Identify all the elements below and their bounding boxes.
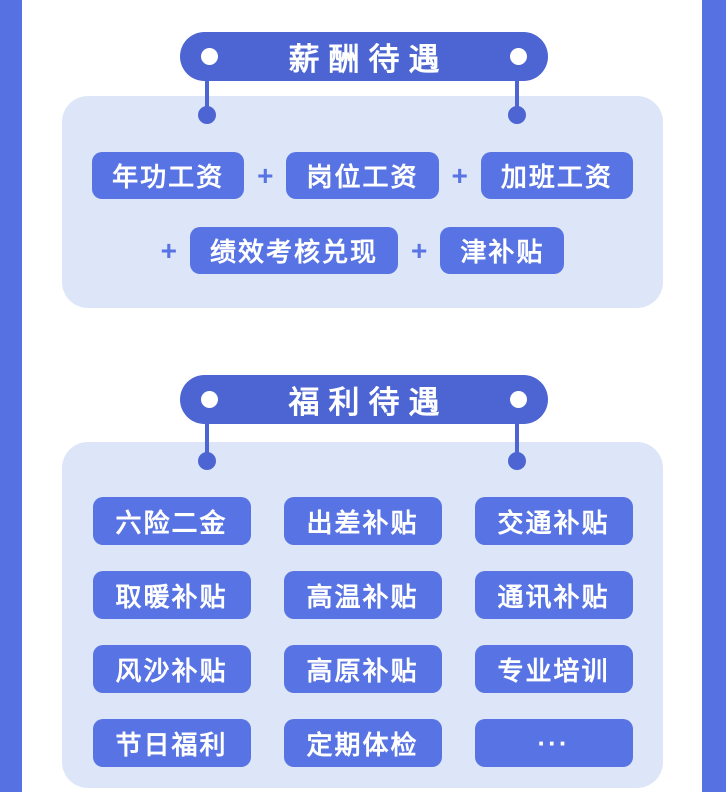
welfare-tag[interactable]: 高温补贴	[283, 571, 442, 619]
connector-dot-icon	[198, 452, 216, 470]
salary-tag[interactable]: 绩效考核兑现	[189, 227, 398, 274]
salary-row-1: 年功工资 + 岗位工资 + 加班工资	[62, 152, 663, 199]
welfare-tag[interactable]: 六险二金	[92, 497, 251, 545]
welfare-grid: 六险二金 出差补贴 交通补贴 取暖补贴 高温补贴 通讯补贴 风沙补贴 高原补贴 …	[62, 497, 663, 767]
plus-icon: +	[411, 234, 428, 266]
connector-line-icon	[205, 421, 209, 455]
banner-dot-right-icon	[510, 48, 527, 65]
connector-line-icon	[205, 78, 209, 109]
welfare-title: 福利待遇	[288, 385, 449, 420]
welfare-tag[interactable]: 高原补贴	[283, 645, 442, 693]
salary-banner: 薪酬待遇	[180, 32, 548, 81]
salary-tag[interactable]: 岗位工资	[286, 152, 439, 199]
banner-dot-left-icon	[201, 391, 218, 408]
welfare-tag-more[interactable]: ···	[474, 719, 633, 767]
welfare-tag[interactable]: 出差补贴	[283, 497, 442, 545]
welfare-tag[interactable]: 交通补贴	[474, 497, 633, 545]
plus-icon: +	[160, 234, 177, 266]
banner-dot-right-icon	[510, 391, 527, 408]
banner-dot-left-icon	[201, 48, 218, 65]
salary-tag[interactable]: 津补贴	[440, 227, 565, 274]
plus-icon: +	[451, 159, 468, 191]
salary-tag[interactable]: 加班工资	[480, 152, 633, 199]
welfare-tag[interactable]: 定期体检	[283, 719, 442, 767]
welfare-tag[interactable]: 风沙补贴	[92, 645, 251, 693]
welfare-tag[interactable]: 取暖补贴	[92, 571, 251, 619]
welfare-tag[interactable]: 通讯补贴	[474, 571, 633, 619]
welfare-tag[interactable]: 专业培训	[474, 645, 633, 693]
salary-title: 薪酬待遇	[288, 42, 449, 77]
connector-dot-icon	[198, 106, 216, 124]
salary-row-2: + 绩效考核兑现 + 津补贴	[62, 227, 663, 274]
right-edge-bar	[702, 0, 726, 792]
salary-tag[interactable]: 年功工资	[92, 152, 245, 199]
welfare-tag[interactable]: 节日福利	[92, 719, 251, 767]
left-edge-bar	[0, 0, 22, 792]
welfare-banner: 福利待遇	[180, 375, 548, 424]
connector-line-icon	[515, 421, 519, 455]
salary-panel	[62, 96, 663, 308]
connector-line-icon	[515, 78, 519, 109]
connector-dot-icon	[508, 452, 526, 470]
plus-icon: +	[257, 159, 274, 191]
connector-dot-icon	[508, 106, 526, 124]
